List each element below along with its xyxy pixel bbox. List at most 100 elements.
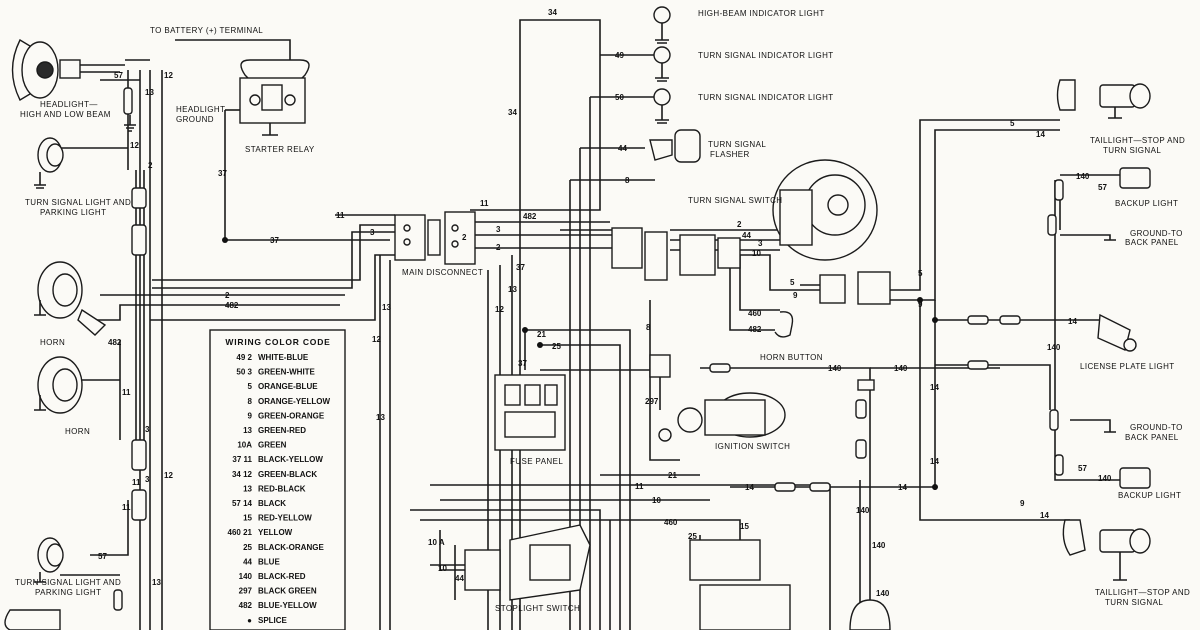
- legend-title: WIRING COLOR CODE: [225, 337, 330, 347]
- legend-color: GREEN-WHITE: [258, 368, 316, 377]
- wire-num: 9: [1020, 499, 1025, 508]
- wire-460: [739, 255, 780, 311]
- label-ground-back-top-2: BACK PANEL: [1125, 238, 1179, 247]
- wire-battery: [175, 39, 291, 60]
- wire-10a: [439, 530, 470, 571]
- wire-num: 37: [218, 169, 227, 178]
- license-plate-light: [1097, 313, 1137, 352]
- wire-num: 140: [828, 364, 842, 373]
- label-taillight-bottom-2: TURN SIGNAL: [1105, 598, 1163, 607]
- wire-3-a: [152, 231, 395, 289]
- wire-num: 37: [270, 236, 279, 245]
- splice-25: [537, 342, 543, 348]
- legend-code: 13: [243, 484, 252, 493]
- wire-num: 140: [1047, 343, 1061, 352]
- wire-num: 44: [742, 231, 751, 240]
- wire-num: 12: [164, 71, 173, 80]
- wire-21: [525, 329, 631, 630]
- wire-num: 9: [793, 291, 798, 300]
- legend-code: 10A: [237, 441, 252, 450]
- legend-code: 34 12: [232, 470, 253, 479]
- wire-num: 10 A: [428, 538, 445, 547]
- splice-14-low: [932, 484, 938, 490]
- taillight-bottom: [1062, 519, 1151, 581]
- wire-num: 14: [1040, 511, 1049, 520]
- wire-num: 3: [145, 425, 150, 434]
- headlight-ground-connector: [123, 87, 136, 132]
- fuse-panel: [494, 354, 671, 451]
- wire-num: 34: [508, 108, 517, 117]
- wire-num: 140: [1076, 172, 1090, 181]
- main-disconnect: [394, 211, 476, 265]
- legend-color: BLUE: [258, 557, 280, 566]
- legend-code: 37 11: [232, 455, 252, 464]
- wire-num: 10: [652, 496, 661, 505]
- label-ground-back-bottom-2: BACK PANEL: [1125, 433, 1179, 442]
- wire-num: 13: [376, 413, 385, 422]
- wire-num: 11: [132, 478, 141, 487]
- label-backup-bottom: BACKUP LIGHT: [1118, 491, 1181, 500]
- legend-color: BLACK-ORANGE: [258, 543, 324, 552]
- wire-num: 57: [114, 71, 123, 80]
- label-turn-park-top-2: PARKING LIGHT: [40, 208, 106, 217]
- legend-color: GREEN-BLACK: [258, 470, 317, 479]
- splice-21: [522, 327, 528, 333]
- wire-8-ign: [649, 300, 680, 461]
- wire-num: 2: [225, 291, 230, 300]
- wire-num: 3: [145, 475, 150, 484]
- wire-num: 57: [1078, 464, 1087, 473]
- label-main-disconnect: MAIN DISCONNECT: [402, 268, 483, 277]
- legend-color: ORANGE-BLUE: [258, 382, 318, 391]
- legend-code: 8: [248, 397, 253, 406]
- wire-12-to-md: [150, 254, 395, 321]
- starter-relay: [239, 59, 310, 136]
- label-flasher-2: FLASHER: [710, 150, 750, 159]
- wire-5-right: [890, 119, 1060, 291]
- wire-num: 15: [740, 522, 749, 531]
- wire-9-down: [919, 300, 1070, 521]
- label-ground-back-top: GROUND-TO: [1130, 229, 1183, 238]
- headlight-top: [11, 39, 125, 101]
- labels: TO BATTERY (+) TERMINAL HEADLIGHT— HIGH …: [15, 9, 1190, 613]
- wire-num: 12: [372, 335, 381, 344]
- legend-color: GREEN-ORANGE: [258, 411, 325, 420]
- wire-num: 11: [336, 211, 345, 220]
- wire-num: 34: [548, 8, 557, 17]
- wire-num: 14: [898, 483, 907, 492]
- legend-color: BLACK GREEN: [258, 587, 317, 596]
- wire-num: 14: [745, 483, 754, 492]
- wire-num: 12: [495, 305, 504, 314]
- label-headlight-2: HIGH AND LOW BEAM: [20, 110, 111, 119]
- wire-num: 460: [664, 518, 678, 527]
- label-fuse-panel: FUSE PANEL: [510, 457, 563, 466]
- label-taillight-top: TAILLIGHT—STOP AND: [1090, 136, 1185, 145]
- label-ground-back-bottom: GROUND-TO: [1130, 423, 1183, 432]
- wire-num: 2: [148, 161, 153, 170]
- label-turn-park-bottom-2: PARKING LIGHT: [35, 588, 101, 597]
- backup-light-bottom: [1049, 409, 1151, 489]
- wire-num: 482: [523, 212, 537, 221]
- inline-connectors: [709, 315, 1021, 492]
- legend-color: RED-BLACK: [258, 484, 306, 493]
- turn-park-light-top: [34, 137, 64, 189]
- horn-top: [34, 261, 107, 336]
- label-ignition-switch: IGNITION SWITCH: [715, 442, 790, 451]
- label-license: LICENSE PLATE LIGHT: [1080, 362, 1175, 371]
- wire-num: 3: [758, 239, 763, 248]
- wire-num: 8: [625, 176, 630, 185]
- legend-code: 297: [239, 587, 253, 596]
- wire-num: 2: [496, 243, 501, 252]
- wire-num: 297: [645, 397, 659, 406]
- wire-num: 11: [122, 388, 131, 397]
- stoplight-switch: [464, 524, 591, 601]
- label-turn-park-top: TURN SIGNAL LIGHT AND: [25, 198, 131, 207]
- legend-box: [209, 329, 346, 630]
- wire-num: 14: [930, 457, 939, 466]
- legend-color: SPLICE: [258, 616, 288, 625]
- high-beam-indicator: [653, 6, 671, 44]
- wire-num: 37: [516, 263, 525, 272]
- wire-num: 14: [1036, 130, 1045, 139]
- wire-14-right: [890, 129, 1060, 301]
- wire-num: 10: [438, 564, 447, 573]
